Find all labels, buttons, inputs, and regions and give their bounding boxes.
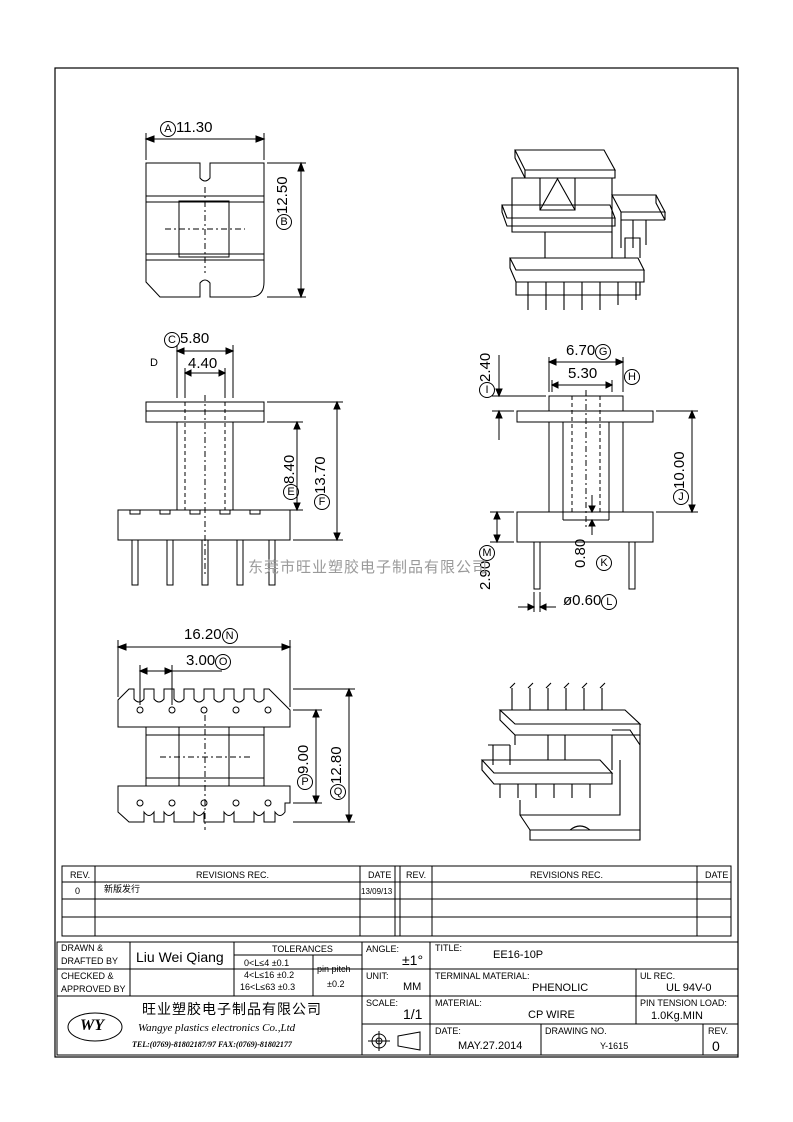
rev-label: REV.	[708, 1026, 729, 1036]
drawing-no-label: DRAWING NO.	[545, 1026, 607, 1036]
date-value: MAY.27.2014	[458, 1040, 523, 1052]
title-value: EE16-10P	[493, 949, 544, 961]
pin-tension-value: 1.0Kg.MIN	[651, 1010, 703, 1022]
date-header-left: DATE	[368, 870, 392, 880]
tolerance-row-1: 0<L≤4 ±0.1	[244, 958, 290, 968]
dim-circle-i: I	[479, 382, 495, 398]
dim-p-value: 9.00	[295, 744, 312, 774]
revision-row-rev: 0	[75, 886, 81, 896]
scale-value: 1/1	[403, 1006, 423, 1022]
checked-label-1: CHECKED &	[61, 971, 114, 981]
date-header-right: DATE	[705, 870, 729, 880]
material-label: MATERIAL:	[435, 998, 482, 1008]
dim-circle-c: C	[164, 332, 180, 348]
tolerance-row-3: 16<L≤63 ±0.3	[240, 982, 296, 992]
pin-pitch-label: pin pitch	[317, 964, 351, 974]
dim-circle-j: J	[673, 489, 689, 505]
company-watermark: 东莞市旺业塑胶电子制品有限公司	[248, 558, 489, 576]
revision-row-date: 13/09/13	[361, 887, 393, 896]
angle-value: ±1°	[402, 952, 424, 968]
dim-circle-e: E	[283, 484, 299, 500]
dim-circle-k: K	[596, 555, 612, 571]
checked-label-2: APPROVED BY	[61, 984, 126, 994]
dim-i-value: 2.40	[477, 352, 494, 382]
revisions-rec-header-right: REVISIONS REC.	[530, 870, 604, 880]
drawn-label-1: DRAWN &	[61, 943, 104, 953]
dim-circle-h: H	[624, 369, 640, 385]
dim-circle-f: F	[314, 494, 330, 510]
drawing-no-value: Y-1615	[600, 1041, 629, 1051]
terminal-material-value: PHENOLIC	[532, 982, 589, 994]
dim-c-value: 5.80	[180, 330, 210, 347]
revision-row-rec: 新版发行	[104, 885, 141, 895]
company-name-en: Wangye plastics electronics Co.,Ltd	[138, 1022, 296, 1034]
rev-header-left: REV.	[70, 870, 91, 880]
dim-k-value: 0.80	[572, 538, 589, 568]
isometric-view-bottom	[480, 682, 642, 841]
rev-value: 0	[712, 1038, 720, 1054]
dim-b-value: 12.50	[274, 176, 291, 214]
dim-circle-n: N	[221, 628, 238, 644]
revisions-rec-header-left: REVISIONS REC.	[196, 870, 270, 880]
title-label: TITLE:	[435, 943, 463, 953]
outer-frame	[54, 67, 739, 1058]
dim-circle-p: P	[297, 774, 313, 790]
bottom-view	[116, 640, 355, 830]
scale-label: SCALE:	[366, 998, 399, 1008]
top-view	[144, 133, 306, 299]
dim-l-value: ø0.60	[563, 592, 602, 609]
title-block	[56, 941, 739, 1056]
date-label: DATE:	[435, 1026, 461, 1036]
dim-q-value: 12.80	[328, 746, 345, 784]
company-logo: WY	[80, 1017, 104, 1034]
unit-label: UNIT:	[366, 971, 389, 981]
ul-rec-label: UL REC.	[640, 971, 676, 981]
pin-tension-label: PIN TENSION LOAD:	[640, 998, 727, 1008]
dim-j-value: 10.00	[671, 451, 688, 489]
company-name-cn: 旺业塑胶电子制品有限公司	[142, 1002, 322, 1018]
dim-f-value: 13.70	[312, 456, 329, 494]
dim-e-value: 8.40	[281, 454, 298, 484]
tolerance-row-2: 4<L≤16 ±0.2	[244, 970, 295, 980]
dim-g-value: 6.70	[566, 342, 596, 359]
dim-circle-l: L	[601, 594, 618, 610]
dim-d-value: 4.40	[188, 355, 218, 372]
drawn-label-2: DRAFTED BY	[61, 956, 119, 966]
revisions-table	[61, 865, 732, 937]
dim-circle-q: Q	[330, 784, 346, 800]
dim-h-value: 5.30	[568, 365, 598, 382]
ul-rec-value: UL 94V-0	[666, 982, 712, 994]
isometric-view-top	[501, 149, 666, 310]
terminal-material-label: TERMINAL MATERIAL:	[435, 971, 530, 981]
angle-label: ANGLE:	[366, 944, 400, 954]
dim-circle-g: G	[595, 344, 612, 360]
rev-header-right: REV.	[406, 870, 427, 880]
dim-n-value: 16.20	[184, 626, 222, 643]
company-contact: TEL:(0769)-81802187/97 FAX:(0769)-818021…	[132, 1040, 292, 1049]
dim-circle-o: O	[215, 654, 232, 670]
dim-o-value: 3.00	[186, 652, 216, 669]
dim-a-value: 11.30	[176, 119, 213, 136]
dim-circle-d: D	[150, 357, 158, 369]
dim-circle-a: A	[160, 121, 176, 137]
unit-value: MM	[403, 981, 422, 993]
dim-circle-b: B	[276, 214, 292, 230]
material-value: CP WIRE	[528, 1009, 575, 1021]
tolerances-label: TOLERANCES	[272, 944, 333, 954]
side-view	[490, 355, 698, 612]
pin-pitch-value: ±0.2	[327, 979, 345, 989]
drawn-by-value: Liu Wei Qiang	[136, 949, 224, 965]
front-view	[117, 345, 343, 586]
